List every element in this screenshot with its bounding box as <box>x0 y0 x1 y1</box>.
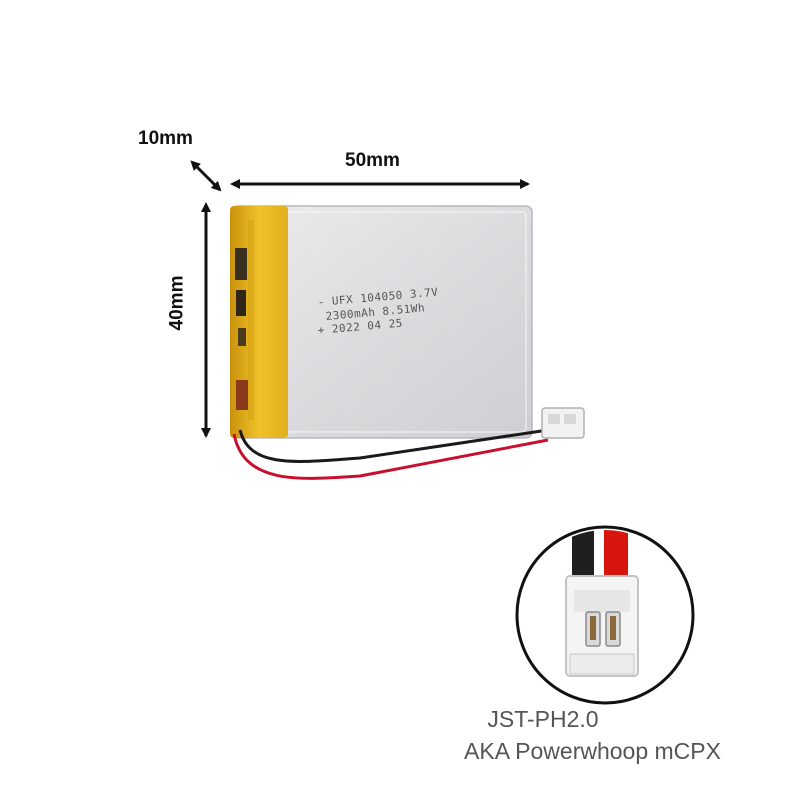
pcm-component <box>236 290 246 316</box>
connector-caption-aka: AKA Powerwhoop mCPX <box>464 738 721 764</box>
depth-dimension-label: 10mm <box>138 128 193 149</box>
closeup-red-wire <box>604 530 628 582</box>
black-wire <box>238 428 549 463</box>
red-wire <box>232 433 549 480</box>
pcm-component <box>238 328 246 346</box>
width-dimension-label: 50mm <box>345 150 400 171</box>
battery: - UFX 104050 3.7V 2300mAh 8.51Wh + 2022 … <box>230 205 533 439</box>
connector-caption-type: JST-PH2.0 <box>487 706 599 732</box>
pcm-component <box>236 380 248 410</box>
pcm-component <box>235 248 247 280</box>
depth-dimension-arrow <box>190 160 222 192</box>
height-dimension-label: 40mm <box>166 275 188 331</box>
connector-closeup <box>515 525 695 705</box>
closeup-black-wire <box>572 530 594 582</box>
jst-connector <box>541 407 585 439</box>
